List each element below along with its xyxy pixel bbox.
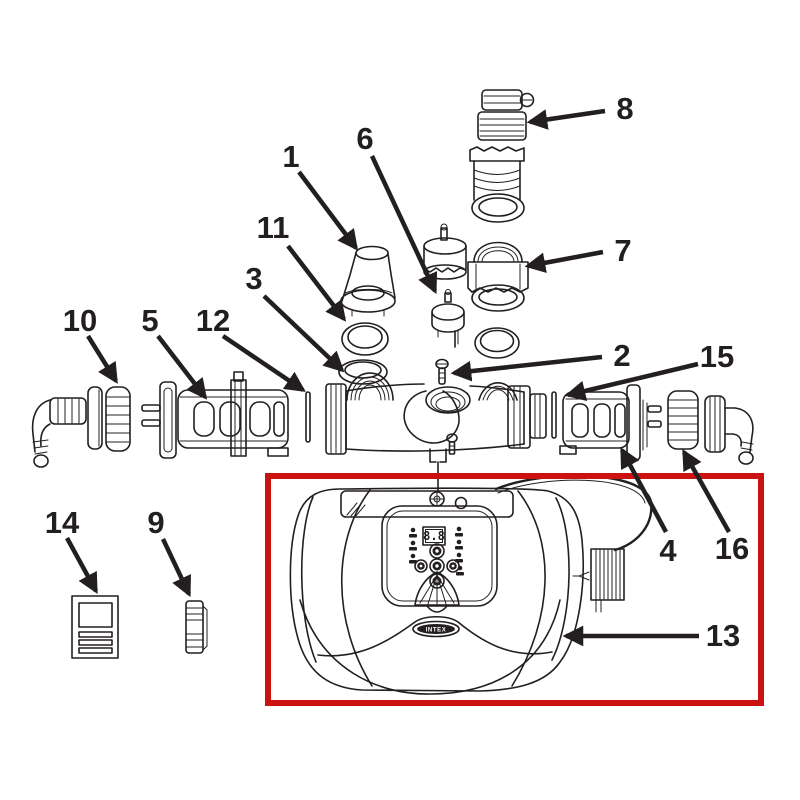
- part-2-screw: [435, 358, 449, 385]
- part-8-arrow: [526, 108, 606, 130]
- main-housing-body: [325, 372, 547, 493]
- highlight-box: [265, 473, 764, 706]
- part-7-label: 7: [614, 233, 631, 268]
- part-16-label: 16: [715, 531, 749, 566]
- part-3-label: 3: [245, 261, 262, 296]
- part-7-arrow: [524, 249, 604, 274]
- part-3-arrow: [262, 294, 345, 373]
- part-7-hose-coupling-stack: [467, 146, 529, 359]
- hatch-detail: [346, 502, 366, 518]
- part-14-arrow: [65, 536, 98, 595]
- left-elbow-hose-fitting: [31, 386, 103, 468]
- brand-logo: INTEX: [412, 620, 460, 638]
- part-6-arrow: [369, 155, 438, 295]
- bell-vent: [414, 571, 460, 613]
- part-11-label: 11: [257, 210, 290, 245]
- part-5-label: 5: [141, 303, 158, 338]
- part-10-label: 10: [63, 303, 97, 338]
- part-1-arrow: [297, 170, 359, 251]
- part-9-label: 9: [147, 505, 164, 540]
- part-4-arrow: [620, 446, 668, 534]
- part-10-knurled-nut: [105, 386, 131, 452]
- part-2-label: 2: [613, 338, 630, 373]
- part-12-label: 12: [196, 303, 230, 338]
- part-9-latch: [185, 600, 208, 654]
- right-elbow-hose-fitting: [704, 395, 754, 465]
- part-16-knurled-nut: [667, 390, 699, 450]
- part-4-label: 4: [659, 533, 677, 568]
- part-6-label: 6: [356, 121, 373, 156]
- control-panel: [381, 505, 498, 607]
- logo-text: INTEX: [426, 628, 447, 634]
- part-15-arrow: [564, 361, 699, 402]
- part-13-label: 13: [706, 618, 740, 653]
- part-1-cap: [340, 245, 396, 317]
- part-2-arrow: [450, 354, 603, 382]
- part-1-label: 1: [282, 139, 299, 174]
- display-value: 8.8: [423, 529, 445, 543]
- power-cord-coil: [494, 474, 653, 613]
- part-12-arrow: [221, 334, 306, 392]
- part-11-arrow: [286, 244, 347, 322]
- indicator-icons-right: [455, 526, 464, 576]
- part-14-label-card: [71, 595, 119, 659]
- digital-display: 8.8: [422, 526, 446, 546]
- part-12-flat-gasket: [305, 391, 311, 443]
- part-14-label: 14: [45, 505, 80, 540]
- indicator-icons-left: [409, 527, 417, 564]
- part-11-o-ring: [341, 322, 389, 356]
- part-5-electrolytic-cell: [141, 371, 289, 459]
- plug-arrow: [572, 571, 590, 581]
- part-15-label: 15: [700, 339, 734, 374]
- part-10-arrow: [86, 334, 118, 384]
- part-9-arrow: [160, 538, 192, 598]
- part-16-arrow: [682, 448, 731, 534]
- part-5-arrow: [156, 334, 208, 400]
- part-15-flat-gasket: [551, 391, 557, 439]
- part-8-label: 8: [616, 91, 633, 126]
- part-13-control-unit: 8.8: [289, 474, 653, 695]
- part-8-hose-clamp-adapter: [477, 89, 535, 141]
- part-4-electrolytic-cell: [559, 384, 662, 461]
